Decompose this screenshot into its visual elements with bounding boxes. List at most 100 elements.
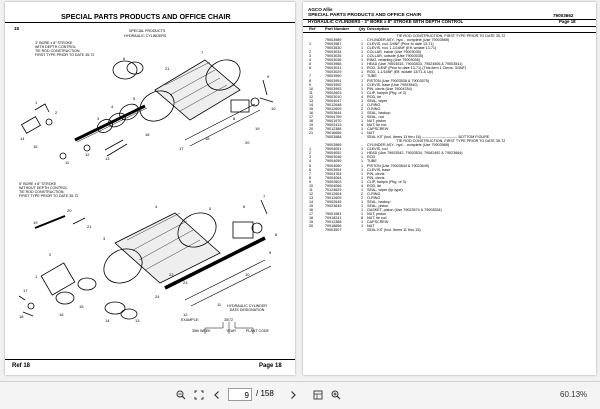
callout-lower-1: 1 bbox=[35, 274, 38, 279]
qty-cell: 1 bbox=[360, 82, 364, 87]
qty-cell: 8 bbox=[360, 216, 364, 221]
table-row: 79003989-CYLINDER ASY., hyd. - complete … bbox=[309, 143, 593, 147]
callout-lower-23: 23 bbox=[183, 280, 188, 285]
qty-cell: 1 bbox=[360, 54, 364, 59]
callout-upper-10: 10 bbox=[271, 106, 276, 111]
ref-cell: 3 bbox=[309, 54, 312, 59]
qty-cell: 1 bbox=[360, 208, 364, 213]
right-subtitle-rule bbox=[303, 26, 596, 27]
part-number-cell: 79003010 bbox=[325, 94, 342, 99]
description-cell: SEAL, piston bbox=[367, 203, 389, 208]
description-cell: PIN, clevis bbox=[367, 171, 385, 176]
part-number-cell: 79004066 bbox=[325, 183, 342, 188]
qty-cell: 1 bbox=[360, 147, 364, 152]
table-note-row: TIE ROD CONSTRUCTION, FIRST TYPE PRIOR T… bbox=[309, 34, 593, 38]
week-label: 35th WEEK bbox=[192, 329, 211, 333]
description-cell: CYLINDER ASY., hyd. - complete (Use 7900… bbox=[367, 38, 450, 43]
ref-cell: 21 bbox=[309, 131, 314, 136]
ref-cell: 10 bbox=[309, 183, 314, 188]
description-cell: NUT, tie rod bbox=[367, 216, 387, 221]
ref-cell: 4 bbox=[309, 159, 312, 164]
part-number-cell: 79003993 bbox=[325, 86, 342, 91]
callout-lower-11: 11 bbox=[217, 302, 222, 307]
description-cell: O-RING bbox=[367, 191, 381, 196]
callout-upper-6: 6 bbox=[123, 56, 126, 61]
description-cell: SEAL KIT (Incl. Items 13 thru 16) ------… bbox=[367, 135, 490, 140]
bookmark-icon[interactable] bbox=[312, 389, 324, 401]
qty-cell: 1 bbox=[360, 220, 364, 225]
label-5in-bore: 5" BORE x 8" STROKE WITHOUT DEPTH CONTRO… bbox=[19, 182, 78, 198]
part-number-cell: 79002603 bbox=[325, 90, 342, 95]
qty-cell: 1 bbox=[360, 167, 364, 172]
callout-upper-8: 8 bbox=[233, 116, 236, 121]
ref-cell: 1 bbox=[309, 42, 312, 47]
left-footer-ref: Ref 18 bbox=[12, 363, 31, 369]
ref-cell: 16 bbox=[309, 110, 314, 115]
description-cell: TUBE bbox=[367, 159, 377, 164]
callout-upper-17: 17 bbox=[179, 146, 184, 151]
description-cell: SEAL, backup bbox=[367, 199, 391, 204]
qty-cell: 1 bbox=[360, 131, 364, 136]
col-header-ref: Ref bbox=[309, 26, 316, 31]
part-number-cell: 79003989 bbox=[325, 143, 342, 148]
qty-cell: 2 bbox=[360, 195, 364, 200]
description-cell: CLEVIS, base (Use 79003540) bbox=[367, 82, 418, 87]
callout-upper-9: 9 bbox=[267, 74, 270, 79]
qty-cell: 1 bbox=[360, 151, 364, 156]
qty-cell: 1 bbox=[360, 98, 364, 103]
part-number-cell: 70124629 bbox=[325, 187, 342, 192]
label-3in-line3: TIE ROD CONSTRUCTION, bbox=[35, 49, 81, 54]
right-page-subtitle: HYDRAULIC CYLINDERS - 3" BORE x 8" STROK… bbox=[308, 19, 464, 24]
example-value: 35/72 bbox=[224, 318, 233, 322]
qty-cell: 1 bbox=[360, 58, 364, 63]
zoom-out-icon[interactable] bbox=[175, 389, 187, 401]
part-number-cell: 79001970 bbox=[325, 118, 342, 123]
description-cell: O-RING bbox=[367, 106, 381, 111]
page-number-input[interactable]: 9 bbox=[228, 388, 252, 401]
fit-page-icon[interactable] bbox=[193, 389, 205, 401]
description-cell: PIN, clevis bbox=[367, 175, 385, 180]
upper-cylinder-diagram: 1 2 3 4 5 6 7 8 9 10 11 12 13 14 15 16 1… bbox=[20, 50, 276, 165]
next-page-icon[interactable] bbox=[287, 389, 299, 401]
section-subtitle: HYDRAULIC CYLINDERS bbox=[124, 34, 167, 38]
table-note-row: TIE ROD CONSTRUCTION, FIRST TYPE PRIOR T… bbox=[309, 139, 593, 143]
part-number-cell: 79003994 bbox=[325, 167, 342, 172]
col-header-desc: Description bbox=[367, 27, 390, 31]
callout-lower-18: 18 bbox=[19, 314, 24, 319]
zoom-level[interactable]: 60.13% bbox=[560, 390, 588, 399]
ref-cell: 18 bbox=[309, 216, 314, 221]
description-cell: O-RING bbox=[367, 102, 381, 107]
ref-cell: 9 bbox=[309, 82, 312, 87]
qty-cell: 1 bbox=[360, 74, 364, 79]
zoom-in-icon[interactable] bbox=[330, 389, 342, 401]
prev-page-icon[interactable] bbox=[211, 389, 223, 401]
ref-cell: 17 bbox=[309, 114, 314, 119]
part-number-cell: 79003987 bbox=[325, 42, 342, 47]
description-cell: CAPSCREW bbox=[367, 220, 389, 225]
part-number-cell: 79001981 bbox=[325, 212, 342, 217]
lower-cylinder-diagram: 1 2 3 4 5 6 7 8 9 10 11 12 13 14 15 16 1… bbox=[18, 194, 278, 323]
ref-cell bbox=[309, 135, 325, 139]
label-3in-line4: FIRST TYPE PRIOR TO DATE 35-72 bbox=[35, 53, 95, 58]
ref-cell: 10 bbox=[309, 86, 314, 91]
right-page-title: SPECIAL PARTS PRODUCTS AND OFFICE CHAIR bbox=[308, 13, 422, 18]
callout-lower-19: 19 bbox=[33, 220, 38, 225]
ref-cell: 11 bbox=[309, 187, 313, 192]
date-designation-label: HYDRAULIC CYLINDER DATE DESIGNATION bbox=[212, 304, 282, 312]
left-page-title: SPECIAL PARTS PRODUCTS AND OFFICE CHAIR bbox=[61, 12, 231, 21]
part-number-cell: 79003530 bbox=[325, 46, 342, 51]
label-5in-line2: WITHOUT DEPTH CONTROL bbox=[19, 186, 68, 191]
callout-upper-18: 18 bbox=[205, 136, 210, 141]
